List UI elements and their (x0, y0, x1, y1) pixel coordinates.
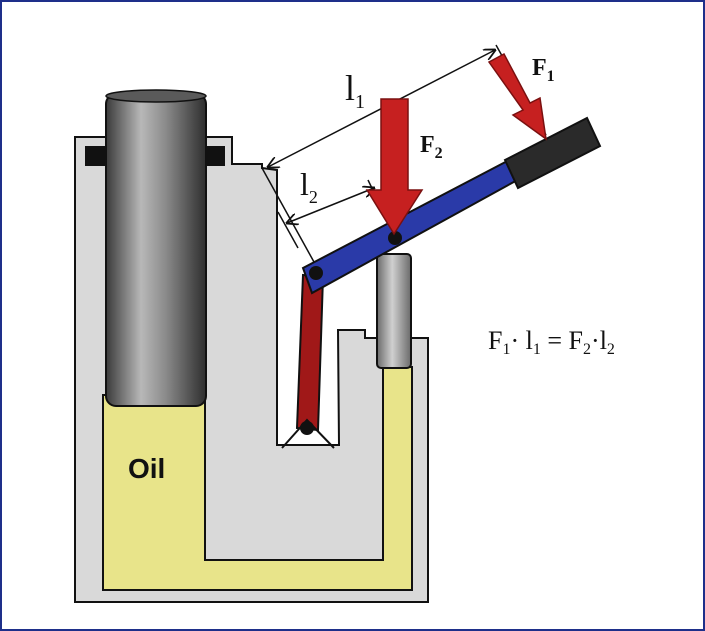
extension-line-left (261, 167, 315, 263)
arm-base-support (281, 418, 335, 449)
seal-right (203, 146, 225, 166)
label-l1: l1 (345, 68, 365, 113)
lever-formula: F1· l1 = F2·l2 (488, 326, 615, 358)
label-f1: F1 (532, 55, 555, 85)
red-arm (295, 273, 325, 432)
seal-left (85, 146, 105, 166)
inner-channel (204, 367, 384, 561)
label-l2: l2 (300, 166, 318, 207)
large-piston (105, 93, 207, 407)
extension-line-l2 (277, 211, 299, 249)
lever-left-pivot (309, 266, 323, 280)
label-oil: Oil (128, 453, 165, 484)
handle-grip (503, 116, 602, 190)
large-piston-top (105, 89, 207, 103)
label-f2: F2 (420, 132, 443, 162)
lever-piston-pivot (388, 231, 402, 245)
force-arrow-f1 (487, 52, 548, 141)
small-piston (376, 253, 412, 369)
l2-dimension-line (287, 188, 374, 223)
arm-bottom-pivot (300, 421, 314, 435)
force-arrow-f2 (365, 98, 424, 236)
